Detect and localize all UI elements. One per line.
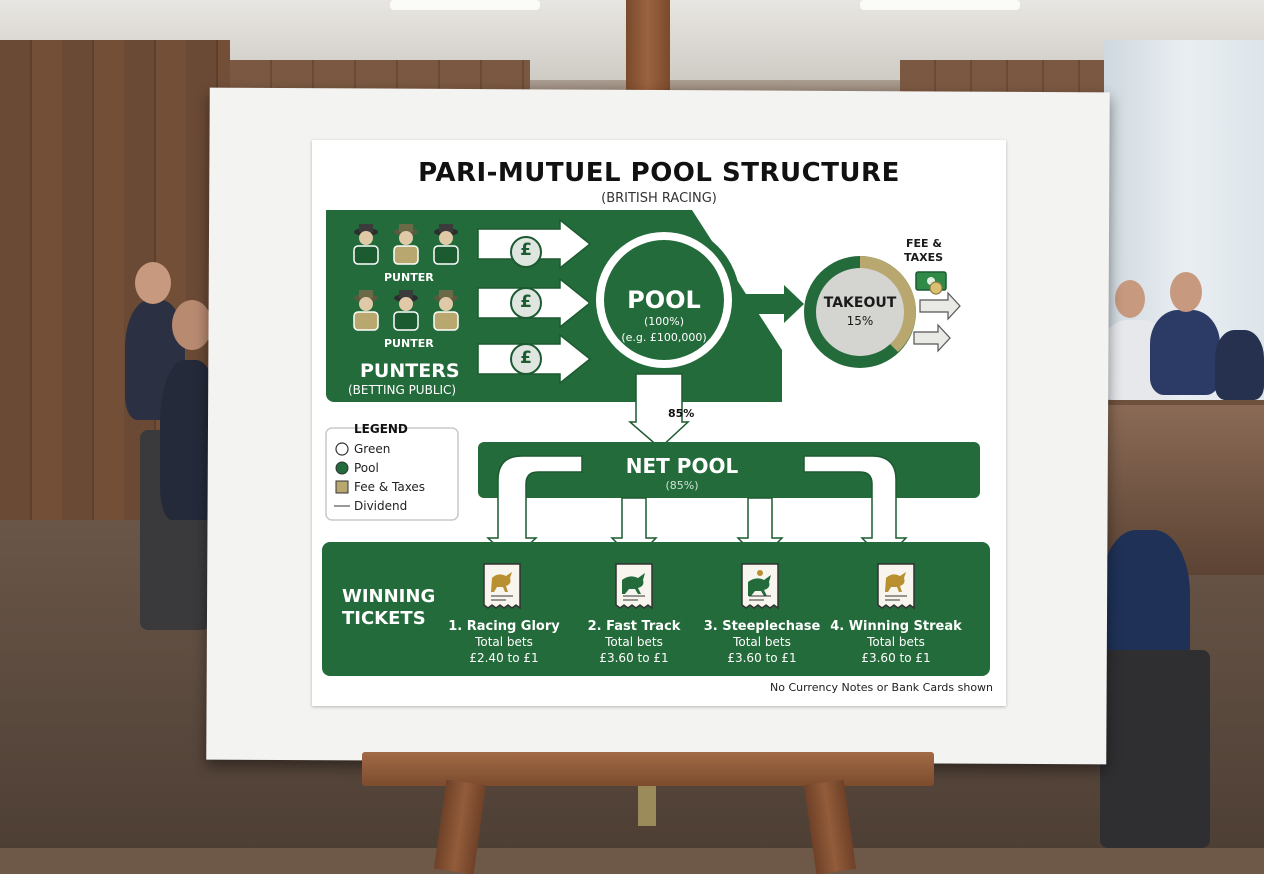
pound-coins — [510, 236, 542, 375]
ceiling-light — [390, 0, 540, 10]
flow-percent: 85% — [668, 407, 695, 420]
legend-item-dividend: Dividend — [354, 499, 408, 513]
legend-item-fee: Fee & Taxes — [354, 480, 426, 494]
punter-icons — [353, 224, 459, 331]
ticket-line1: Total bets — [475, 635, 533, 649]
footnote: No Currency Notes or Bank Cards shown — [770, 681, 994, 694]
pool-percent: (100%) — [643, 315, 685, 328]
ticket-line1: Total bets — [867, 635, 925, 649]
person-head — [172, 300, 212, 350]
punter-arrows — [477, 218, 592, 385]
ticket-odds: £3.60 to £1 — [599, 651, 669, 665]
chair — [1100, 650, 1210, 848]
ticket-name: 1. Racing Glory — [448, 619, 560, 634]
pool-down-arrow — [627, 373, 690, 450]
pool-example: (e.g. £100,000) — [621, 331, 707, 344]
ticket-name: 3. Steeplechase — [703, 619, 821, 634]
ticket-odds: £3.60 to £1 — [861, 651, 931, 665]
net-pool-percent: (85%) — [665, 479, 699, 492]
person — [1150, 310, 1220, 395]
ticket-name: 2. Fast Track — [587, 619, 681, 634]
net-pool-label: NET POOL — [625, 454, 739, 478]
legend-title: LEGEND — [354, 422, 408, 436]
fee-label-line1: FEE & — [906, 237, 942, 250]
pool-core — [604, 240, 724, 360]
ticket-line1: Total bets — [605, 635, 663, 649]
takeout-percent: 15% — [846, 314, 874, 328]
poster: PARI-MUTUEL POOL STRUCTURE (BRITISH RACI… — [312, 140, 1006, 706]
takeout-label: TAKEOUT — [823, 295, 897, 311]
takeout-fee-segment — [860, 256, 916, 352]
person-head — [1170, 272, 1202, 312]
poster-subtitle: (BRITISH RACING) — [601, 191, 717, 206]
punter-label-top: PUNTER — [384, 271, 434, 284]
legend-item-green: Green — [354, 442, 391, 456]
legend-item-pool: Pool — [354, 461, 379, 475]
punters-heading: PUNTERS — [360, 360, 460, 382]
person-head — [1115, 280, 1145, 318]
easel-hinge — [638, 786, 656, 826]
ticket-odds: £3.60 to £1 — [727, 651, 797, 665]
pool-label: POOL — [627, 286, 701, 314]
pound-symbol: £ — [520, 240, 532, 260]
person-head — [135, 262, 171, 304]
ticket-name: 4. Winning Streak — [830, 619, 962, 634]
pound-symbol: £ — [520, 348, 532, 368]
pound-symbol: £ — [520, 292, 532, 312]
ticket-odds: £2.40 to £1 — [469, 651, 539, 665]
ticket-line1: Total bets — [733, 635, 791, 649]
punter-label-bottom: PUNTER — [384, 337, 434, 350]
winning-heading-line2: TICKETS — [342, 608, 426, 629]
pool-to-takeout-arrow — [742, 285, 804, 323]
legend-box — [325, 427, 459, 521]
takeout-core — [816, 268, 904, 356]
fee-label-line2: TAXES — [904, 251, 944, 264]
ticket-icons — [483, 563, 915, 610]
diagram-graphics — [322, 210, 990, 676]
ceiling-light — [860, 0, 1020, 10]
easel-mast — [626, 0, 670, 100]
cash-icon — [915, 271, 947, 295]
person — [1215, 330, 1264, 400]
poster-title: PARI-MUTUEL POOL STRUCTURE — [418, 158, 900, 188]
winning-heading-line1: WINNING — [342, 586, 436, 607]
fee-arrows — [913, 291, 961, 353]
punters-subheading: (BETTING PUBLIC) — [348, 383, 457, 397]
